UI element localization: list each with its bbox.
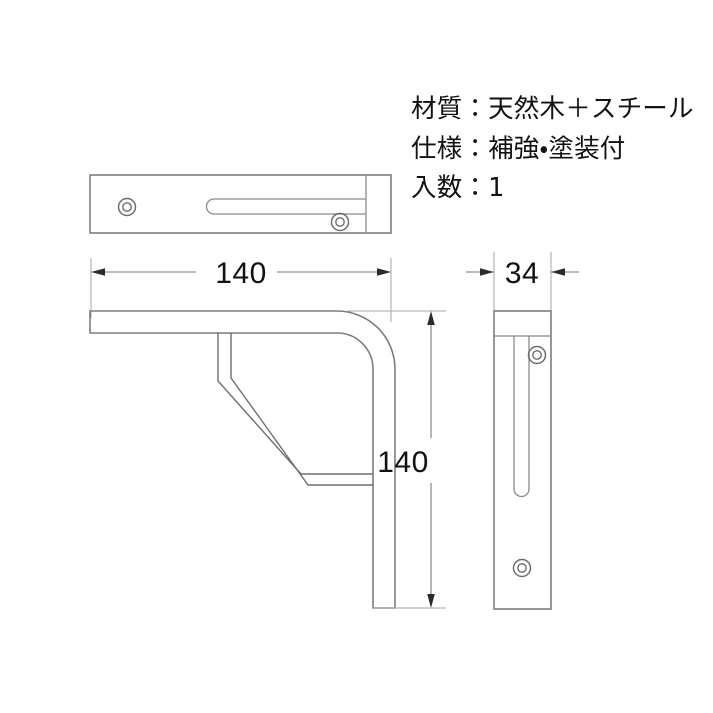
depth-arrow-right (551, 268, 565, 276)
brace-outer-edge (230, 333, 373, 486)
bracket-front-view (89, 310, 396, 609)
height-arrow-bottom (427, 594, 435, 608)
side-view-slot (513, 336, 530, 498)
spec-line-material: 材質：天然木＋スチール (411, 94, 694, 124)
dimension-height-140: 140 (348, 310, 446, 609)
width-dim-label: 140 (215, 257, 267, 290)
top-plate-outline (89, 174, 392, 234)
bracket-side-view (493, 310, 552, 610)
dimension-depth-34: 34 (466, 252, 579, 312)
spec-line-quantity: 入数：1 (411, 173, 505, 203)
height-dim-label: 140 (377, 446, 429, 479)
width-arrow-left (91, 268, 105, 276)
top-plate-view (89, 174, 392, 234)
depth-arrow-left (480, 268, 494, 276)
dimension-width-140: 140 (90, 257, 392, 322)
spec-line-spec: 仕様：補強・塗装付 (411, 134, 625, 164)
top-plate-hole-left (117, 197, 137, 217)
side-view-hole-lower (512, 558, 532, 578)
bracket-body-outline (89, 310, 396, 609)
height-arrow-top (427, 311, 435, 325)
top-plate-slot (205, 198, 366, 215)
top-plate-hole-right (330, 212, 350, 232)
depth-dim-label: 34 (505, 257, 539, 290)
brace-inner-edge (217, 333, 373, 475)
side-view-outline (493, 310, 552, 610)
side-view-hole-upper (527, 345, 547, 365)
width-arrow-right (377, 268, 391, 276)
specification-text-block: 材質：天然木＋スチール 仕様：補強・塗装付 入数：1 (411, 94, 694, 203)
